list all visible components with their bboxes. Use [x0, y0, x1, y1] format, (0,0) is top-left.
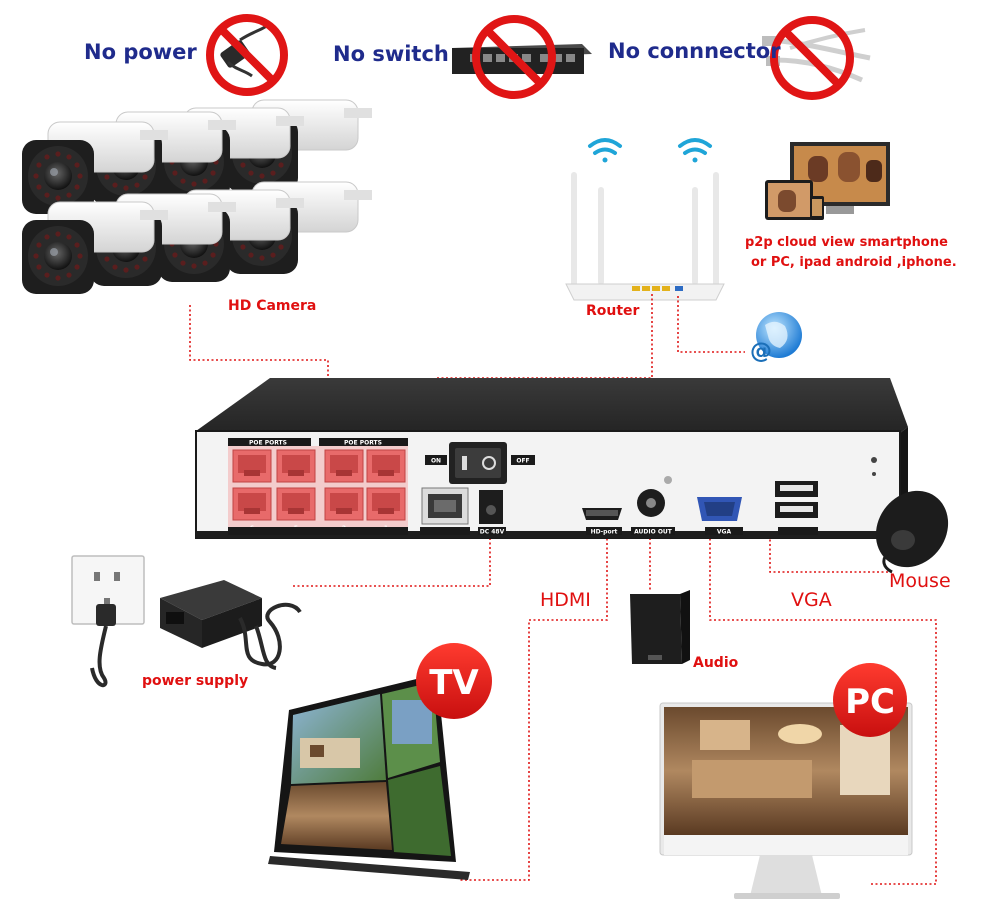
on-label: ON [431, 458, 441, 465]
no-switch-label: No switch [333, 42, 449, 66]
mouse-label: Mouse [889, 570, 951, 592]
hdmi-label: HDMI [540, 589, 591, 611]
poe-ports-grid: 65218743 [232, 449, 406, 537]
pc-badge-text: PC [845, 682, 895, 722]
router-icon [565, 172, 725, 301]
devices-icon [765, 142, 890, 220]
pc-badge: PC [833, 663, 907, 737]
internet-globe-icon: @ [750, 312, 802, 364]
camera-icon [22, 201, 168, 294]
hd-camera-group [22, 99, 372, 294]
tv-badge: TV [416, 643, 492, 719]
off-label: OFF [516, 458, 529, 465]
prohibited-sign-icon [472, 15, 556, 99]
no-power-label: No power [84, 40, 197, 64]
router-label: Router [586, 303, 640, 319]
camera-icon [22, 121, 168, 214]
power-supply-label: power supply [142, 673, 249, 689]
wifi-icon [678, 138, 712, 163]
audio-out-label: AUDIO OUT [634, 529, 673, 536]
prohibited-sign-icon [206, 14, 288, 96]
svg-text:@: @ [750, 339, 772, 364]
mouse-icon [875, 490, 949, 574]
nvr-recorder: 65218743 [195, 378, 908, 539]
power-supply-icon [160, 580, 302, 670]
poe-ports-label-left: POE PORTS [249, 440, 287, 447]
wifi-icon [588, 138, 622, 163]
hd-camera-label: HD Camera [228, 298, 317, 314]
pc-monitor-icon [659, 702, 913, 899]
hdmi-port-label: HD-port [591, 529, 618, 536]
p2p-line-1: p2p cloud view smartphone [745, 235, 948, 250]
speaker-icon [630, 590, 690, 664]
wall-socket-icon [71, 555, 145, 688]
p2p-line-2: or PC, ipad android ,iphone. [751, 255, 957, 270]
no-connector-label: No connnector [608, 39, 781, 63]
dc-48v-label: DC 48V [480, 529, 505, 536]
tv-badge-text: TV [429, 663, 479, 703]
poe-ports-label-right: POE PORTS [344, 440, 382, 447]
vga-label: VGA [791, 589, 832, 611]
vga-port-label: VGA [717, 529, 732, 536]
audio-label: Audio [693, 655, 739, 671]
prohibited-sign-icon [770, 16, 854, 100]
